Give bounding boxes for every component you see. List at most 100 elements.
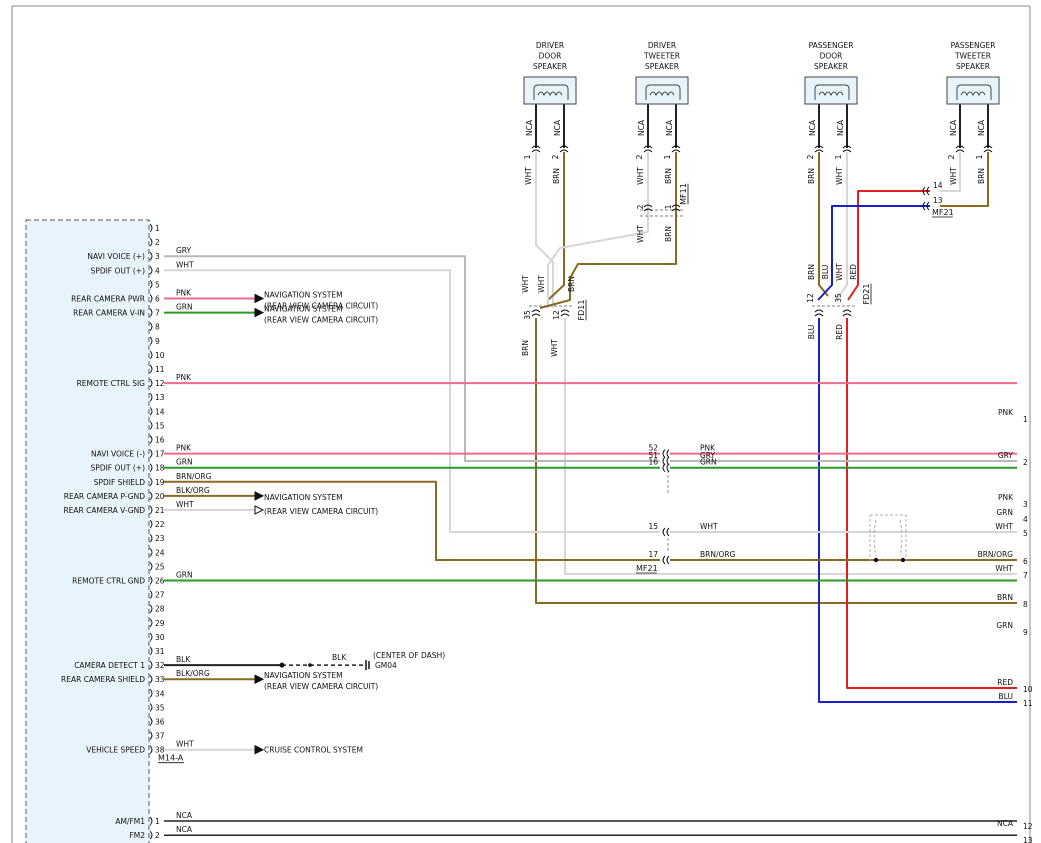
module-pin-number: 30 [155,633,165,642]
speaker-title: TWEETER [954,52,991,61]
mf11-connector-mark [671,204,681,208]
wire-passenger-door-wht [835,152,848,301]
center-of-dash-label: (CENTER OF DASH) [373,651,445,660]
wire-color-label: WHT [176,500,194,509]
wire-red-row-10 [846,318,1017,689]
module-pin-number: 25 [155,562,165,571]
wire-brn-row-8 [535,318,1017,604]
wire-color-label: WHT [636,225,645,243]
rear-view-camera-label: (REAR VIEW CAMERA CIRCUIT) [264,507,378,516]
speaker-pin-number: 2 [806,154,815,159]
speaker-connector-mark [559,149,569,153]
wire-color-label: WHT [176,740,194,749]
wire-passenger-tweeter-brn [940,152,989,207]
module-pin-number: 7 [155,309,160,318]
fd21-connector-mark [814,313,824,317]
module-pin-mark [149,703,153,712]
mf21-main-connector-id: MF21 [636,564,658,573]
speaker-connector-mark [983,145,993,149]
module-pin-number: 34 [155,689,165,698]
wire-color-label: PNK [176,373,192,382]
wire-driver-door-brn [547,152,565,301]
module-pin-number: 14 [155,407,165,416]
mf21-main-pin-number: 15 [648,522,658,531]
module-pin-mark [149,688,153,698]
module-pin-number: 12 [155,379,165,388]
speaker-connector-mark [559,145,569,149]
module-pin-label: SPDIF OUT (+) [91,464,146,473]
wire-color-label: RED [835,324,844,340]
mf21-main-connector-mark [666,449,670,458]
nav-arrow [254,307,265,318]
wire-color-label: BRN [552,168,561,184]
module-pin-mark [149,491,153,501]
wire-color-label: GRN [176,571,193,580]
speaker-title: TWEETER [643,52,680,61]
speaker-terminal-label: NCA [808,119,817,136]
module-pin-number: 20 [155,492,165,501]
wire-gry-pin-3 [164,255,660,462]
module-pin-mark [149,322,153,332]
speaker-coil-icon [960,91,986,97]
module-pin-mark [149,350,153,360]
speaker-box [635,76,689,105]
wire-red-tweeter [847,190,930,301]
module-pin-number: 23 [155,534,165,543]
splice-dot [308,663,312,667]
mf11-connector-mark [643,208,653,212]
wire-color-label: WHT [700,522,718,531]
wire-color-label: GRY [176,246,192,255]
wire-color-label: WHT [524,167,533,185]
module-pin-number: 8 [155,323,160,332]
speaker-coil-icon [818,91,844,97]
module-pin-number: 4 [155,266,160,275]
module-pin-mark [149,830,153,840]
speaker-title: SPEAKER [956,62,990,71]
module-pin-number: 36 [155,718,165,727]
mf21-main-pin-number: 17 [648,550,658,559]
rear-view-camera-label: (REAR VIEW CAMERA CIRCUIT) [264,316,378,325]
right-wire-color-label: WHT [995,564,1013,573]
mf21-top-connector-id: MF21 [932,208,954,217]
right-row-number: 2 [1023,458,1028,467]
wire-color-label: PNK [176,444,192,453]
wire-color-label: GRN [176,458,193,467]
shield-curve [899,519,903,557]
nav-system-label: NAVIGATION SYSTEM [264,671,343,680]
module-pin-mark [149,562,153,571]
speaker-title: PASSENGER [809,41,854,50]
module-pin-mark [149,435,153,444]
right-row-number: 9 [1023,628,1028,637]
module-pin-number: 11 [155,365,165,374]
fd11-pin-number: 35 [523,310,532,320]
fd11-pin-number: 12 [552,310,561,320]
speaker-pin-number: 1 [523,154,532,159]
module-pin-label: NAVI VOICE (+) [87,252,145,261]
speaker-title: SPEAKER [533,62,567,71]
module-pin-label: VEHICLE SPEED [86,746,145,755]
module-pin-mark [149,604,153,614]
module-pin-number: 1 [155,224,160,233]
wire-color-label: BRN [521,340,530,356]
fd21-connector-mark [814,309,824,313]
mf21-main-connector-mark [662,527,666,537]
mf21-top-pin-number: 14 [933,181,943,190]
right-row-number: 5 [1023,529,1028,538]
wire-wht-row-7 [564,318,1017,575]
module-pin-mark [149,632,153,642]
speaker-terminal-label: NCA [977,119,986,136]
speaker-icon [645,84,681,100]
module-pin-mark [149,505,153,515]
fd21-connector-mark [842,313,852,317]
module-pin-mark [149,590,153,599]
shield-curve [873,519,877,557]
module-pin-number: 2 [155,238,160,247]
module-pin-mark [149,294,153,303]
module-pin-number: 5 [155,280,160,289]
module-pin-mark [149,519,153,529]
wire-color-label: WHT [176,260,194,269]
wire-color-label: GRN [700,458,717,467]
module-pin-label: REAR CAMERA SHIELD [61,675,145,684]
right-wire-color-label: NCA [997,819,1014,828]
